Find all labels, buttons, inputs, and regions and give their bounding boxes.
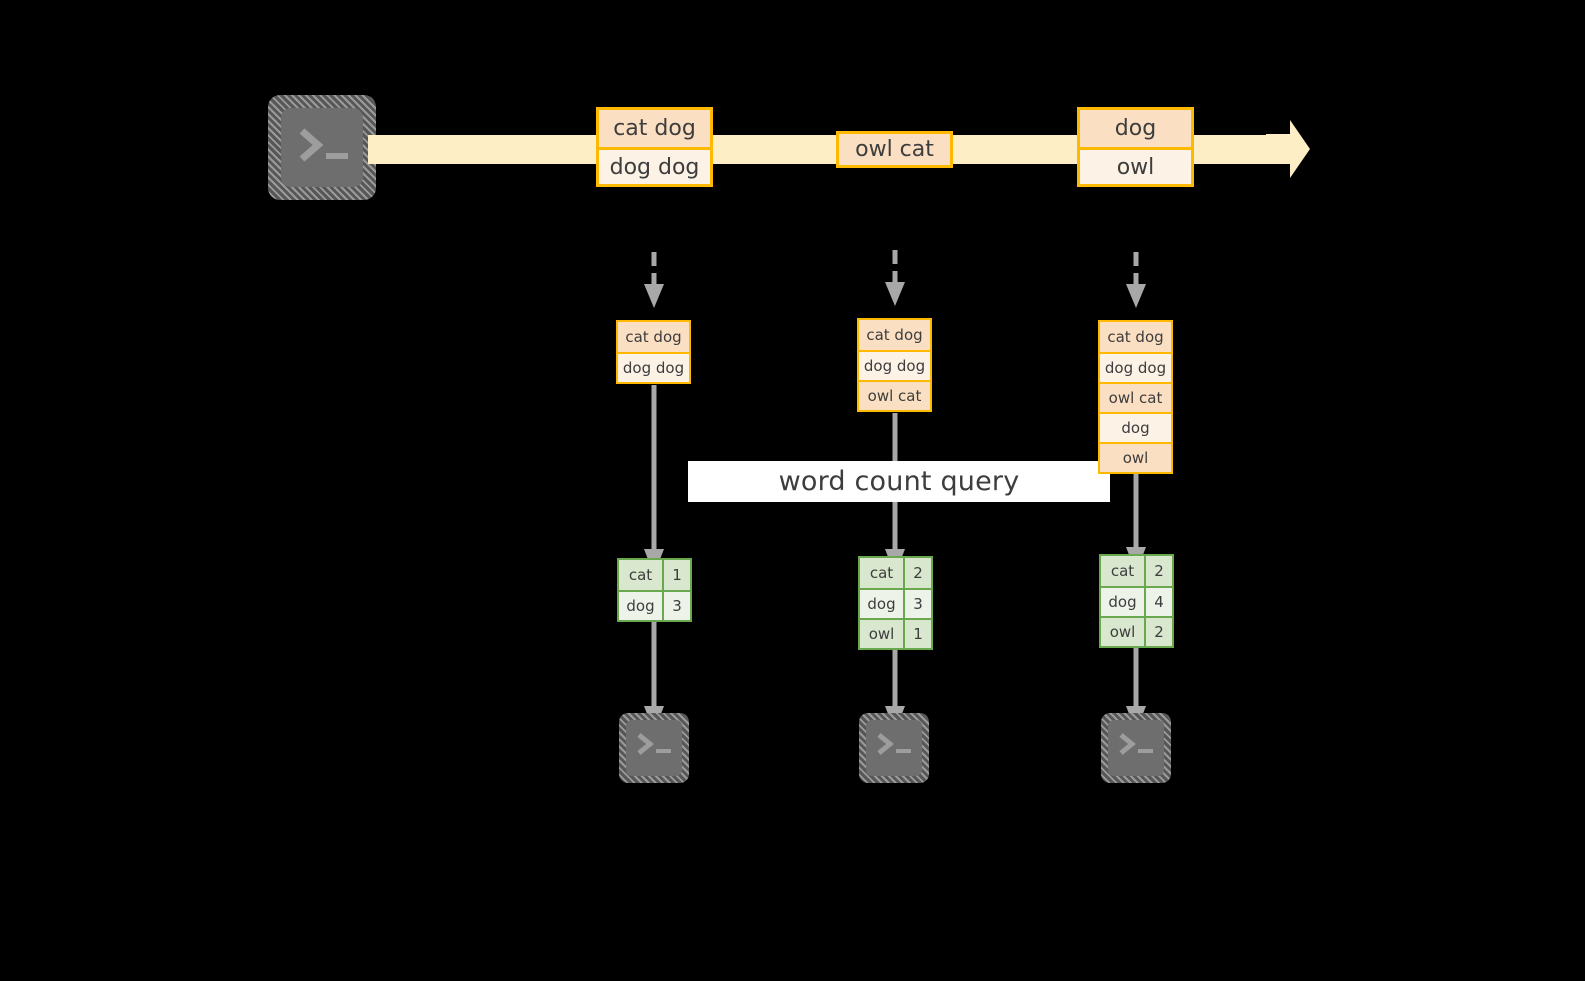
- buffer-row: owl: [1100, 442, 1171, 472]
- arrow-down-icon-1a: [644, 385, 664, 575]
- dashed-arrow-down-icon-1: [644, 252, 664, 308]
- result-count: 4: [1146, 588, 1172, 616]
- result-word: dog: [860, 590, 905, 618]
- terminal-screen: [866, 720, 922, 776]
- terminal-prompt-glyph: [637, 733, 671, 755]
- result-row: owl 1: [860, 618, 931, 648]
- stream-event-group-2: owl cat: [836, 131, 953, 168]
- buffer-row: owl cat: [859, 380, 930, 410]
- arrow-right-icon: [1266, 120, 1310, 178]
- result-word: dog: [619, 592, 664, 620]
- stream-event-line: owl: [1080, 147, 1191, 184]
- result-row: cat 2: [860, 558, 931, 588]
- result-table-1: cat 1 dog 3: [617, 558, 692, 622]
- buffer-stack-1: cat dog dog dog: [616, 320, 691, 384]
- terminal-icon-sink-1: [619, 713, 689, 783]
- terminal-icon-sink-3: [1101, 713, 1171, 783]
- stream-event-group-1: cat dog dog dog: [596, 107, 713, 187]
- buffer-row: cat dog: [618, 322, 689, 352]
- buffer-row: owl cat: [1100, 382, 1171, 412]
- buffer-row: cat dog: [859, 320, 930, 350]
- result-row: dog 4: [1101, 586, 1172, 616]
- stream-event-line: owl cat: [839, 134, 950, 165]
- result-count: 2: [905, 558, 931, 588]
- result-word: owl: [1101, 618, 1146, 646]
- result-table-3: cat 2 dog 4 owl 2: [1099, 554, 1174, 648]
- result-word: dog: [1101, 588, 1146, 616]
- buffer-row: dog dog: [1100, 352, 1171, 382]
- result-count: 3: [905, 590, 931, 618]
- stream-event-group-3: dog owl: [1077, 107, 1194, 187]
- stream-event-line: dog: [1080, 110, 1191, 147]
- terminal-screen: [1108, 720, 1164, 776]
- result-word: cat: [1101, 556, 1146, 586]
- buffer-stack-3: cat dog dog dog owl cat dog owl: [1098, 320, 1173, 474]
- stream-event-line: dog dog: [599, 147, 710, 184]
- terminal-icon-source: [268, 95, 376, 200]
- dashed-arrow-down-icon-3: [1126, 252, 1146, 308]
- terminal-screen: [626, 720, 682, 776]
- result-row: owl 2: [1101, 616, 1172, 646]
- result-count: 3: [664, 592, 690, 620]
- terminal-prompt-glyph: [299, 128, 348, 162]
- result-row: dog 3: [860, 588, 931, 618]
- result-count: 1: [664, 560, 690, 590]
- query-label-band: word count query: [688, 461, 1110, 502]
- buffer-row: cat dog: [1100, 322, 1171, 352]
- buffer-stack-2: cat dog dog dog owl cat: [857, 318, 932, 412]
- buffer-row: dog dog: [618, 352, 689, 382]
- buffer-row: dog dog: [859, 350, 930, 380]
- terminal-screen: [281, 108, 363, 187]
- terminal-prompt-glyph: [1119, 733, 1153, 755]
- result-table-2: cat 2 dog 3 owl 1: [858, 556, 933, 650]
- result-count: 2: [1146, 556, 1172, 586]
- buffer-row: dog: [1100, 412, 1171, 442]
- result-row: cat 2: [1101, 556, 1172, 586]
- terminal-prompt-glyph: [877, 733, 911, 755]
- result-row: dog 3: [619, 590, 690, 620]
- dashed-arrow-down-icon-2: [885, 250, 905, 306]
- result-word: cat: [860, 558, 905, 588]
- stream-event-line: cat dog: [599, 110, 710, 147]
- result-word: cat: [619, 560, 664, 590]
- result-count: 2: [1146, 618, 1172, 646]
- query-label: word count query: [778, 466, 1020, 497]
- result-count: 1: [905, 620, 931, 648]
- result-word: owl: [860, 620, 905, 648]
- result-row: cat 1: [619, 560, 690, 590]
- terminal-icon-sink-2: [859, 713, 929, 783]
